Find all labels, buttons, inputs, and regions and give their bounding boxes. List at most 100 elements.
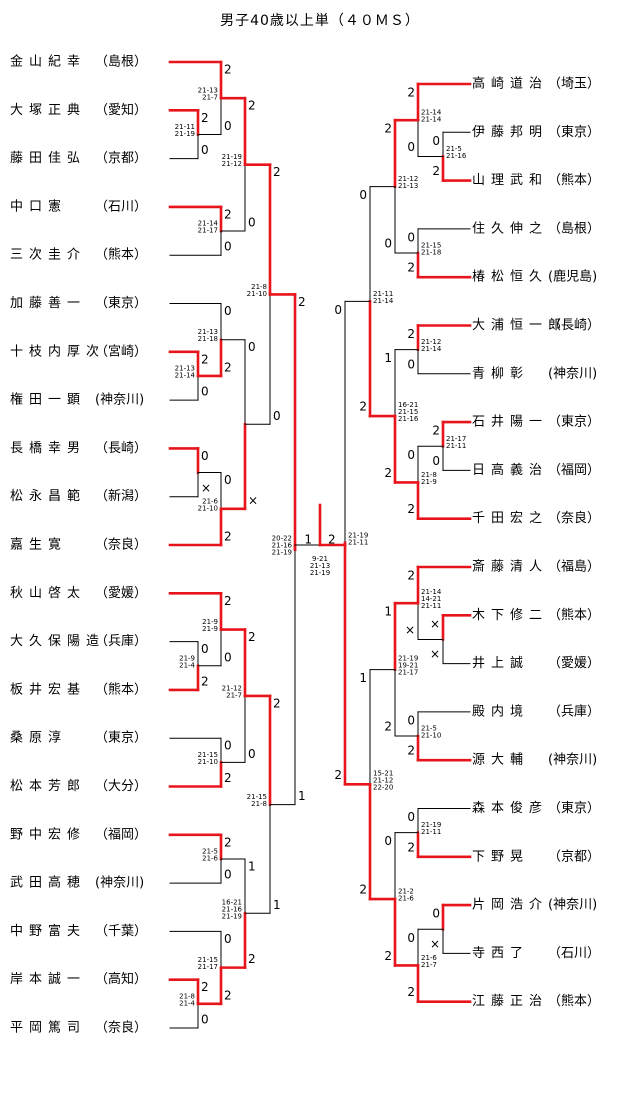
player-name: 井上誠	[472, 656, 529, 671]
game-score: 2	[201, 111, 209, 125]
game-score: 0	[407, 357, 415, 371]
game-score: 1	[359, 671, 367, 685]
set-score: 21-15	[398, 408, 418, 416]
player-name: 桑原淳	[10, 730, 67, 746]
set-score: 21-11	[421, 602, 441, 610]
player-prefecture: （東京）	[95, 295, 147, 311]
game-score: 0	[201, 143, 209, 157]
player-prefecture: （愛媛）	[95, 586, 147, 601]
player-name: 日高義治	[472, 462, 548, 478]
player-prefecture: （熊本）	[548, 607, 600, 623]
game-score: 2	[384, 949, 392, 963]
player-name: 伊藤邦明	[472, 125, 548, 140]
set-score: 19-21	[398, 662, 418, 670]
game-score: 2	[273, 165, 281, 179]
set-score: 21-10	[198, 758, 218, 766]
set-score: 21-13	[198, 328, 218, 336]
set-score: 21-11	[373, 290, 393, 298]
player-prefecture: （愛知）	[95, 102, 147, 118]
player-prefecture: （熊本）	[95, 681, 147, 697]
game-score: 2	[384, 122, 392, 136]
player-prefecture: （新潟）	[95, 488, 147, 504]
player-prefecture: （高知）	[95, 971, 147, 987]
set-score: 21-19	[348, 531, 368, 539]
set-score: 21-12	[222, 160, 242, 168]
player-name: 中口憲	[10, 198, 67, 214]
set-score: 21-19	[272, 549, 292, 557]
player-name: 加藤善一	[10, 295, 86, 311]
game-score: 0	[432, 134, 440, 148]
game-score: 0	[384, 237, 392, 251]
player-name: 野中宏修	[10, 827, 86, 842]
game-score: 0	[224, 739, 232, 753]
player-name: 板井宏基	[10, 682, 86, 697]
player-name: 下野晃	[472, 849, 529, 864]
player-name: 石井陽一	[472, 415, 548, 430]
set-score: 21-7	[226, 691, 242, 699]
set-score: 9-21	[312, 555, 328, 563]
player-prefecture: （京都）	[548, 849, 600, 864]
player-name: 長橋幸男	[10, 441, 86, 456]
player-prefecture: （石川）	[548, 946, 600, 961]
player-prefecture: （長崎）	[95, 441, 147, 456]
game-score: 0	[248, 216, 256, 230]
game-score: 1	[273, 898, 281, 912]
game-score: 0	[407, 140, 415, 154]
game-score: 1	[384, 351, 392, 365]
game-score: 2	[201, 980, 209, 994]
set-score: 21-12	[398, 175, 418, 183]
set-score: 21-13	[198, 87, 218, 95]
player-name: 千田宏之	[472, 511, 548, 526]
set-score: 21-14	[175, 371, 196, 379]
game-score: 2	[384, 720, 392, 734]
set-score: 21-5	[446, 145, 462, 153]
player-prefecture: （石川）	[95, 199, 147, 214]
player-name: 松本芳郎	[10, 779, 86, 794]
player-name: 住久伸之	[472, 221, 548, 236]
game-score: 2	[432, 164, 440, 178]
set-score: 21-2	[398, 888, 414, 896]
player-name: 藤田佳弘	[10, 151, 86, 166]
set-score: 21-16	[222, 905, 243, 913]
game-score: 0	[201, 1013, 209, 1027]
set-score: 21-12	[421, 338, 441, 346]
set-score: 16-21	[398, 401, 418, 409]
game-score: 1	[304, 533, 312, 547]
set-score: 21-15	[198, 956, 218, 964]
set-score: 21-9	[202, 625, 218, 633]
set-score: 21-18	[198, 335, 218, 343]
set-score: 21-15	[421, 242, 441, 250]
set-score: 21-14	[421, 588, 442, 596]
game-score: 0	[224, 119, 232, 133]
game-score: 0	[248, 747, 256, 761]
set-score: 15-21	[373, 769, 393, 777]
player-prefecture: （奈良）	[548, 510, 600, 526]
set-score: 21-14	[373, 297, 394, 305]
set-score: 21-17	[398, 669, 418, 677]
set-score: 21-18	[421, 249, 441, 257]
player-prefecture: （福岡）	[95, 827, 147, 842]
set-score: 21-5	[202, 847, 218, 855]
player-prefecture: （長崎）	[548, 318, 600, 333]
game-score: 0	[407, 230, 415, 244]
player-prefecture: （東京）	[548, 124, 600, 140]
set-score: 21-13	[175, 364, 195, 372]
player-name: 高崎道治	[472, 76, 548, 92]
set-score: 21-6	[202, 854, 218, 862]
set-score: 21-8	[179, 992, 195, 1000]
set-score: 21-19	[398, 655, 418, 663]
set-score: 21-16	[272, 542, 293, 550]
set-score: 21-7	[421, 961, 437, 969]
game-score: 1	[384, 605, 392, 619]
set-score: 21-8	[251, 283, 267, 291]
game-score: 2	[328, 533, 336, 547]
set-score: 21-6	[202, 497, 218, 505]
player-prefecture: （福岡）	[548, 463, 600, 478]
game-score: 2	[407, 261, 415, 275]
set-score: 21-11	[421, 828, 441, 836]
set-score: 21-14	[421, 345, 442, 353]
set-score: 21-16	[398, 415, 419, 423]
player-prefecture: （島根）	[95, 55, 147, 70]
player-prefecture: (鹿児島)	[548, 269, 597, 285]
game-score: 2	[224, 988, 232, 1002]
